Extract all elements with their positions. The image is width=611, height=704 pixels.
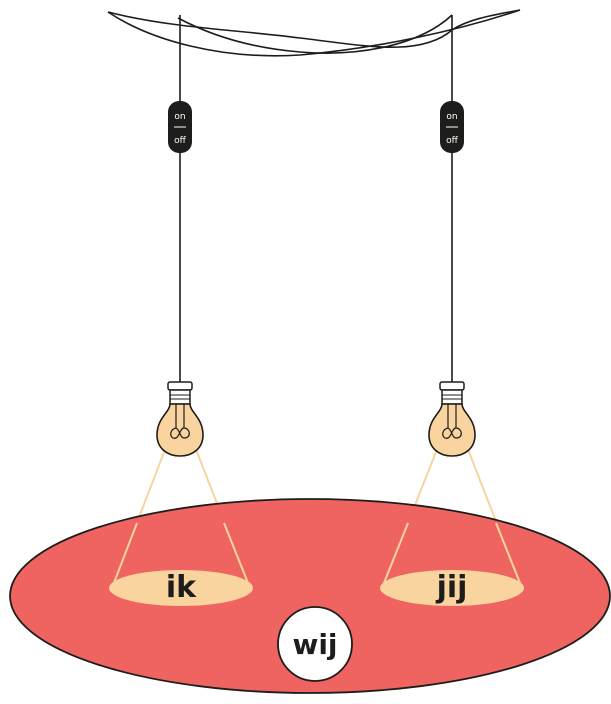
light-beams-over-floor xyxy=(111,522,523,589)
overhead-wire-1 xyxy=(107,9,521,57)
left-switch[interactable]: on off xyxy=(168,101,192,153)
right-light-pool xyxy=(380,570,524,606)
left-switch-off-label: off xyxy=(174,136,187,146)
overhead-wire-3 xyxy=(177,14,453,54)
left-switch-on-label: on xyxy=(174,112,185,122)
left-pool-label: ik xyxy=(166,570,197,605)
right-bulb-icon xyxy=(428,381,476,457)
right-switch-off-label: off xyxy=(446,136,459,146)
floor-area xyxy=(9,498,611,694)
overhead-wire-2 xyxy=(107,9,521,48)
right-lamp: on off xyxy=(381,15,523,589)
left-lamp: on off xyxy=(111,15,251,589)
left-bulb-icon xyxy=(156,381,204,457)
right-switch[interactable]: on off xyxy=(440,101,464,153)
center-circle xyxy=(277,606,353,682)
center-label: wij xyxy=(292,628,337,661)
overhead-wires xyxy=(107,9,521,57)
right-switch-on-label: on xyxy=(446,112,457,122)
left-light-pool xyxy=(109,570,253,606)
right-pool-label: jij xyxy=(436,570,468,605)
